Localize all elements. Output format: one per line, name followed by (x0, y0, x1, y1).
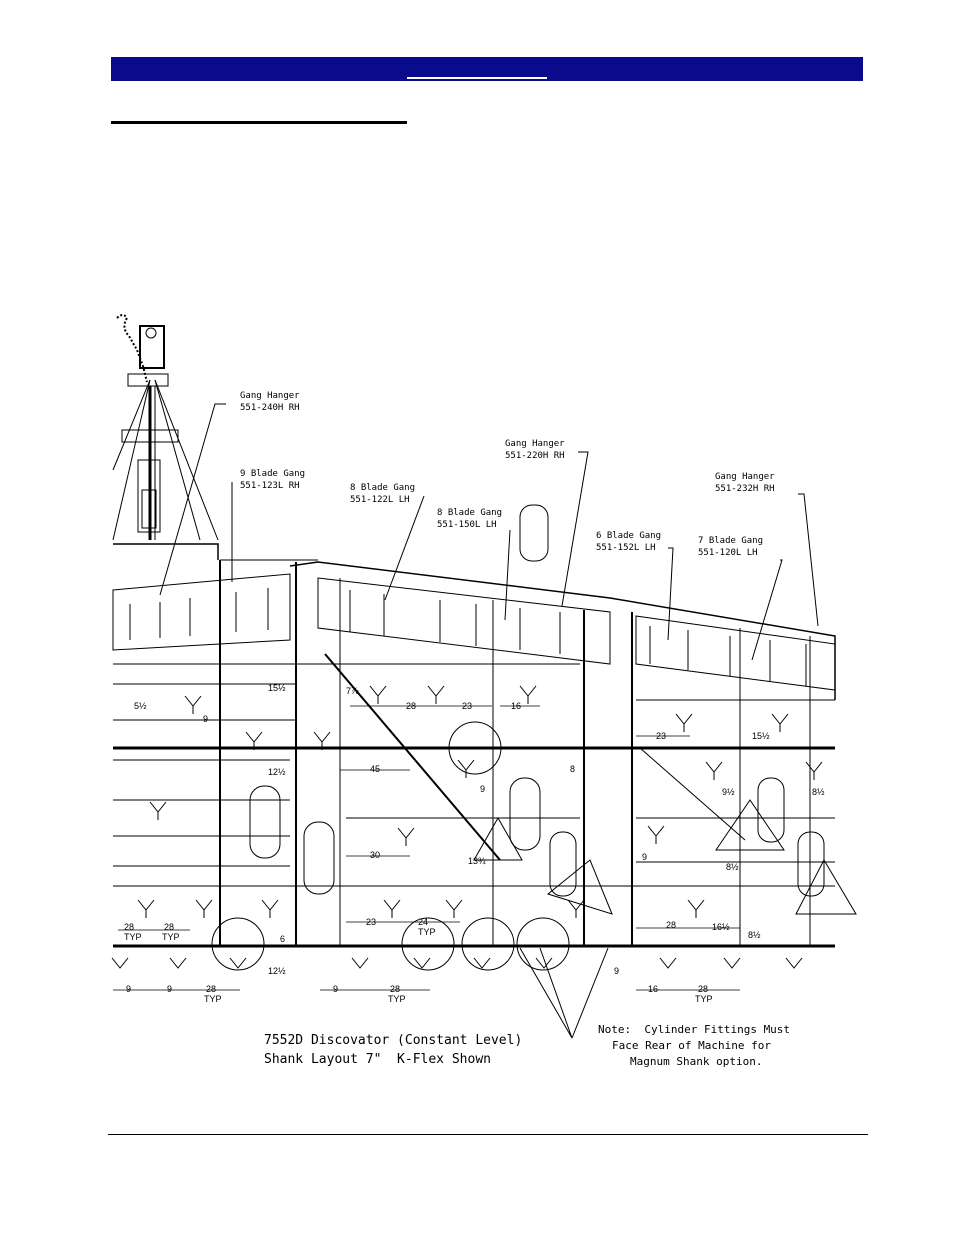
note-line-2: Face Rear of Machine for (612, 1039, 771, 1052)
dim-7-7-8: 7⅞ (346, 686, 359, 696)
dim-6: 6 (280, 934, 285, 944)
dim-15-half: 15½ (752, 731, 770, 741)
dim-23: 23 (366, 917, 376, 927)
callout-leaders (159, 403, 819, 1039)
dim-28: 28 (390, 984, 400, 994)
dim-9: 9 (480, 784, 485, 794)
dim-16: 16 (511, 701, 521, 711)
hitch-assembly (112, 314, 219, 541)
callout-5-part: 551-220H RH (505, 451, 565, 461)
dim-28: 28 (124, 922, 134, 932)
callout-5-name: Gang Hanger (505, 439, 565, 449)
dim-typ: TYP (695, 994, 713, 1004)
header-underline (407, 77, 547, 79)
dim-9: 9 (642, 852, 647, 862)
dimension-lines (113, 705, 740, 991)
caption-line-1: 7552D Discovator (Constant Level) (264, 1033, 522, 1048)
wheels (249, 777, 825, 897)
dim-13-3-4: 13¾ (468, 856, 486, 866)
dim-5-half: 5½ (134, 701, 147, 711)
dim-16: 16 (648, 984, 658, 994)
section-rule (111, 121, 407, 124)
callout-4-name: 8 Blade Gang (437, 508, 502, 518)
dim-12-half: 12½ (268, 767, 286, 777)
callout-3-name: 8 Blade Gang (350, 483, 415, 493)
dimension-labels: 5½ 9 15½ 7⅞ 28 23 16 23 15½ 12½ 45 8 9 9… (124, 683, 825, 1004)
dim-8-half: 8½ (748, 930, 761, 940)
footer-rule (108, 1134, 868, 1135)
dim-9: 9 (333, 984, 338, 994)
dim-typ: TYP (204, 994, 222, 1004)
dim-8: 8 (570, 764, 575, 774)
callout-7-part: 551-120L LH (698, 548, 758, 558)
dim-12-half: 12½ (268, 966, 286, 976)
dim-typ: TYP (388, 994, 406, 1004)
dim-28: 28 (164, 922, 174, 932)
dim-9: 9 (614, 966, 619, 976)
callout-1-part: 551-240H RH (240, 403, 300, 413)
dim-28: 28 (406, 701, 416, 711)
callout-1-name: Gang Hanger (240, 391, 300, 401)
sweep-tines (111, 685, 823, 969)
dim-typ: TYP (418, 927, 436, 937)
shank-markers (211, 721, 857, 971)
dim-23: 23 (462, 701, 472, 711)
dim-28: 28 (698, 984, 708, 994)
callout-2-name: 9 Blade Gang (240, 469, 305, 479)
dim-9: 9 (167, 984, 172, 994)
dim-28: 28 (666, 920, 676, 930)
dim-23: 23 (656, 731, 666, 741)
callout-6-name: 6 Blade Gang (596, 531, 661, 541)
callout-6-part: 551-152L LH (596, 543, 656, 553)
dim-30: 30 (370, 850, 380, 860)
caption-line-2: Shank Layout 7" K-Flex Shown (264, 1052, 491, 1067)
callout-3-part: 551-122L LH (350, 495, 410, 505)
disc-gangs (112, 504, 836, 691)
dim-typ: TYP (162, 932, 180, 942)
note-line-3: Magnum Shank option. (630, 1055, 762, 1068)
note-line-1: Note: Cylinder Fittings Must (598, 1023, 790, 1036)
main-frame (113, 543, 836, 948)
callout-labels: Gang Hanger 551-240H RH 9 Blade Gang 551… (240, 391, 775, 558)
dim-9-half: 9½ (722, 787, 735, 797)
dim-24: 24 (418, 917, 428, 927)
callout-2-part: 551-123L RH (240, 481, 300, 491)
dim-45: 45 (370, 764, 380, 774)
dim-8-half: 8½ (812, 787, 825, 797)
dim-16-half: 16½ (712, 922, 730, 932)
dim-9: 9 (126, 984, 131, 994)
callout-4-part: 551-150L LH (437, 520, 497, 530)
callout-8-part: 551-232H RH (715, 484, 775, 494)
callout-8-name: Gang Hanger (715, 472, 775, 482)
dim-9: 9 (203, 714, 208, 724)
dim-typ: TYP (124, 932, 142, 942)
dim-8-half: 8½ (726, 862, 739, 872)
callout-7-name: 7 Blade Gang (698, 536, 763, 546)
dim-28: 28 (206, 984, 216, 994)
dim-15-half: 15½ (268, 683, 286, 693)
